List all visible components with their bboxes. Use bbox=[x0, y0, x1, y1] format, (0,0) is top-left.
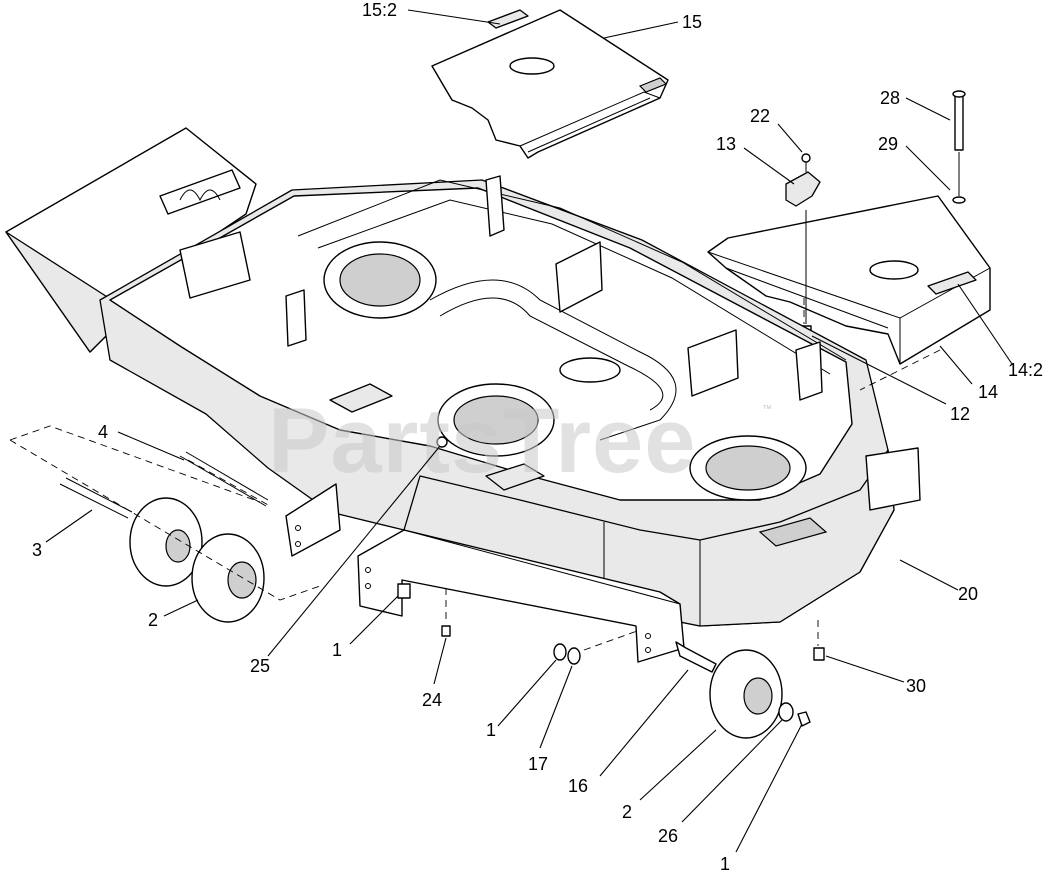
callout-1a: 1 bbox=[332, 640, 342, 660]
callout-1b: 1 bbox=[486, 720, 496, 740]
callout-1c: 1 bbox=[720, 854, 730, 874]
callout-17: 17 bbox=[528, 754, 548, 774]
callout-leaders bbox=[45, 9, 1013, 853]
callout-labels: 15:2 15 28 22 13 29 14:2 14 12 4 3 2 25 … bbox=[32, 0, 1043, 874]
callout-15-2: 15:2 bbox=[362, 0, 397, 20]
callout-2b: 2 bbox=[622, 802, 632, 822]
parts-tree-watermark: PartsTree ™ bbox=[268, 390, 772, 492]
callout-22: 22 bbox=[750, 106, 770, 126]
callout-13: 13 bbox=[716, 134, 736, 154]
callout-15: 15 bbox=[682, 12, 702, 32]
front-right-wheel bbox=[675, 641, 811, 739]
callout-2a: 2 bbox=[148, 610, 158, 630]
deck-shell-part bbox=[99, 169, 921, 627]
callout-30: 30 bbox=[906, 676, 926, 696]
hardware-nuts bbox=[397, 436, 825, 665]
watermark-text: PartsTree bbox=[268, 390, 696, 492]
callout-24: 24 bbox=[422, 690, 442, 710]
callout-3: 3 bbox=[32, 540, 42, 560]
callout-12: 12 bbox=[950, 404, 970, 424]
rear-left-wheel bbox=[129, 497, 203, 587]
front-left-wheel bbox=[191, 533, 265, 623]
top-cover-part bbox=[431, 9, 669, 159]
alignment-guides bbox=[9, 298, 941, 651]
left-wheel-bracket-part bbox=[59, 451, 341, 557]
callout-26: 26 bbox=[658, 826, 678, 846]
callout-16: 16 bbox=[568, 776, 588, 796]
callout-29: 29 bbox=[878, 134, 898, 154]
right-cover-part bbox=[707, 195, 991, 365]
callout-14: 14 bbox=[978, 382, 998, 402]
front-wheel-bracket-part bbox=[357, 529, 685, 663]
callout-14-2: 14:2 bbox=[1008, 360, 1043, 380]
callout-28: 28 bbox=[880, 88, 900, 108]
callout-20: 20 bbox=[958, 584, 978, 604]
watermark-trademark: ™ bbox=[762, 404, 772, 415]
callout-4: 4 bbox=[98, 422, 108, 442]
callout-25: 25 bbox=[250, 656, 270, 676]
